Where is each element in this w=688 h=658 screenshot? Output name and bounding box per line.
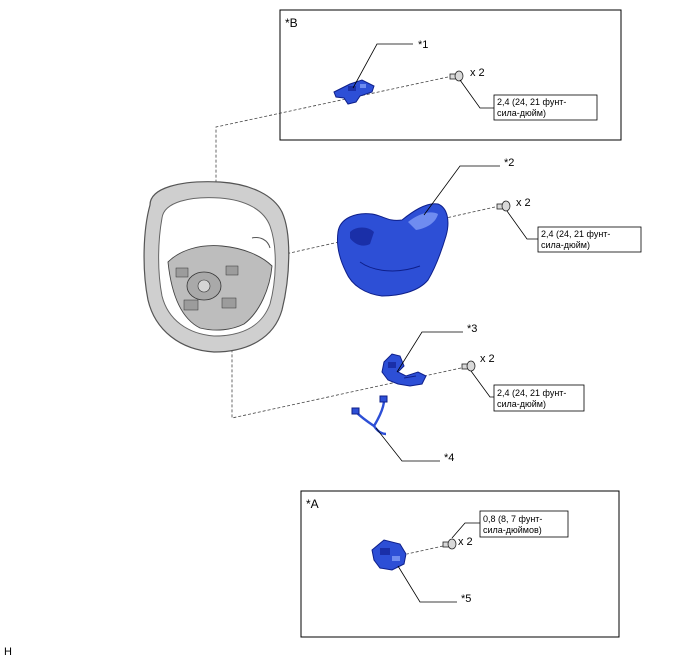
section-a-label: *A [306,497,319,511]
torque-box-5-line1: 0,8 (8, 7 фунт- [483,514,542,524]
part-3-label: *3 [467,323,477,335]
part-1-label: *1 [418,39,428,51]
steering-wheel-icon [143,181,290,353]
torque-box-2-line1: 2,4 (24, 21 фунт- [541,229,610,239]
torque-box-5-line2: сила-дюймов) [483,525,542,535]
torque-box-5 [479,510,569,538]
bolt-2-quantity: x 2 [516,197,531,209]
torque-box-2 [537,226,642,253]
section-a-frame [300,490,620,638]
figure-code: H [4,646,12,658]
torque-box-3-line2: сила-дюйм) [497,399,546,409]
part-4-shape [351,395,388,436]
part-3-shape [381,353,427,387]
bolt-icon [496,200,511,212]
part-5-leader [397,565,457,603]
part-5-shape [371,539,407,571]
part-4-leader [375,427,440,462]
part-4-label: *4 [444,452,454,464]
bolt-1-quantity: x 2 [470,67,485,79]
bolt-2-leader [506,210,538,240]
bolt-3-quantity: x 2 [480,353,495,365]
bolt-5-quantity: x 2 [458,536,473,548]
part-1-shape [333,79,375,105]
bolt-1-leader [459,79,494,109]
section-b-label: *B [285,16,298,30]
torque-box-2-line2: сила-дюйм) [541,240,590,250]
part-2-shape [337,203,449,297]
torque-box-1-line1: 2,4 (24, 21 фунт- [497,97,566,107]
bolt-3-leader [470,370,494,398]
torque-box-1 [493,94,598,121]
torque-box-1-line2: сила-дюйм) [497,108,546,118]
bolt-icon [449,70,464,82]
bolt-icon [442,538,457,550]
torque-box-3-line1: 2,4 (24, 21 фунт- [497,388,566,398]
part-2-leader [423,165,500,216]
part-2-label: *2 [504,157,514,169]
part-1-leader [352,43,413,89]
bolt-icon [461,360,476,372]
part-3-leader [396,331,463,373]
section-b-frame [279,9,622,141]
bolt-5-leader [451,522,480,539]
torque-box-3 [493,384,585,412]
part-5-label: *5 [461,593,471,605]
